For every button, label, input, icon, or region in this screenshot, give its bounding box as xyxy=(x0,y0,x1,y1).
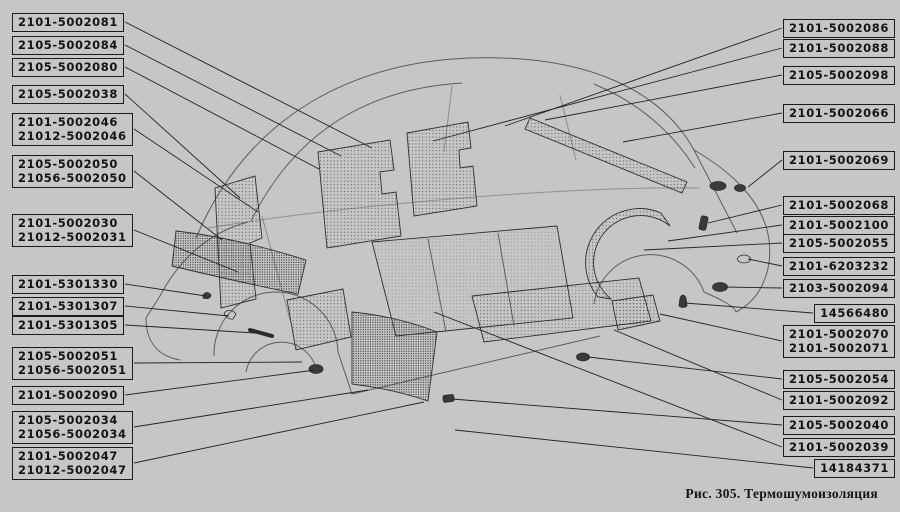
grommet xyxy=(737,254,751,264)
rod xyxy=(248,328,274,338)
leader-line xyxy=(454,429,814,469)
dash-upper-mat-2 xyxy=(406,121,478,217)
leader-line xyxy=(622,112,783,143)
dash-upper-mat xyxy=(317,139,402,249)
leader-line xyxy=(643,242,783,251)
grommet xyxy=(576,352,590,362)
leader-line xyxy=(504,27,783,127)
leader-line xyxy=(124,305,230,317)
leader-line xyxy=(707,204,783,224)
leader-lines xyxy=(124,21,814,469)
cowl-side-mat xyxy=(286,288,352,351)
plugs-and-grommets xyxy=(202,181,751,403)
leader-line xyxy=(724,286,783,289)
leader-line xyxy=(747,159,783,188)
plug xyxy=(678,294,688,308)
leader-line xyxy=(684,302,814,314)
leader-line xyxy=(613,329,783,401)
leader-line xyxy=(124,369,316,396)
sill-strip-mat xyxy=(524,117,688,194)
leader-line xyxy=(133,361,303,364)
leader-line xyxy=(133,229,239,273)
leader-line xyxy=(659,313,783,342)
leader-line xyxy=(124,44,342,157)
plug xyxy=(442,394,455,403)
leader-line xyxy=(667,224,783,242)
figure-caption: Рис. 305. Термошумоизоляция xyxy=(685,486,878,501)
grommet xyxy=(709,181,727,191)
leader-line xyxy=(587,356,783,380)
wheel-arch-cover xyxy=(585,208,671,300)
clip xyxy=(202,292,212,299)
leader-line xyxy=(124,21,373,149)
leader-line xyxy=(451,398,783,426)
leader-line xyxy=(124,283,207,297)
front-apron-mat xyxy=(171,230,307,295)
leader-line xyxy=(747,258,783,267)
leader-line xyxy=(133,128,259,213)
grommet xyxy=(734,184,746,192)
leader-line xyxy=(133,401,425,464)
plug xyxy=(698,215,709,231)
leader-line xyxy=(133,389,369,428)
leader-line xyxy=(133,170,223,241)
grommet xyxy=(308,364,324,374)
leader-line xyxy=(124,66,320,170)
leader-line xyxy=(124,93,241,199)
insulation-mats xyxy=(171,117,688,402)
leader-line xyxy=(124,324,256,334)
trunk-mat xyxy=(611,294,661,331)
leader-line xyxy=(433,311,783,448)
bracket xyxy=(223,309,237,320)
leader-line xyxy=(544,74,783,121)
leader-line xyxy=(432,47,783,142)
